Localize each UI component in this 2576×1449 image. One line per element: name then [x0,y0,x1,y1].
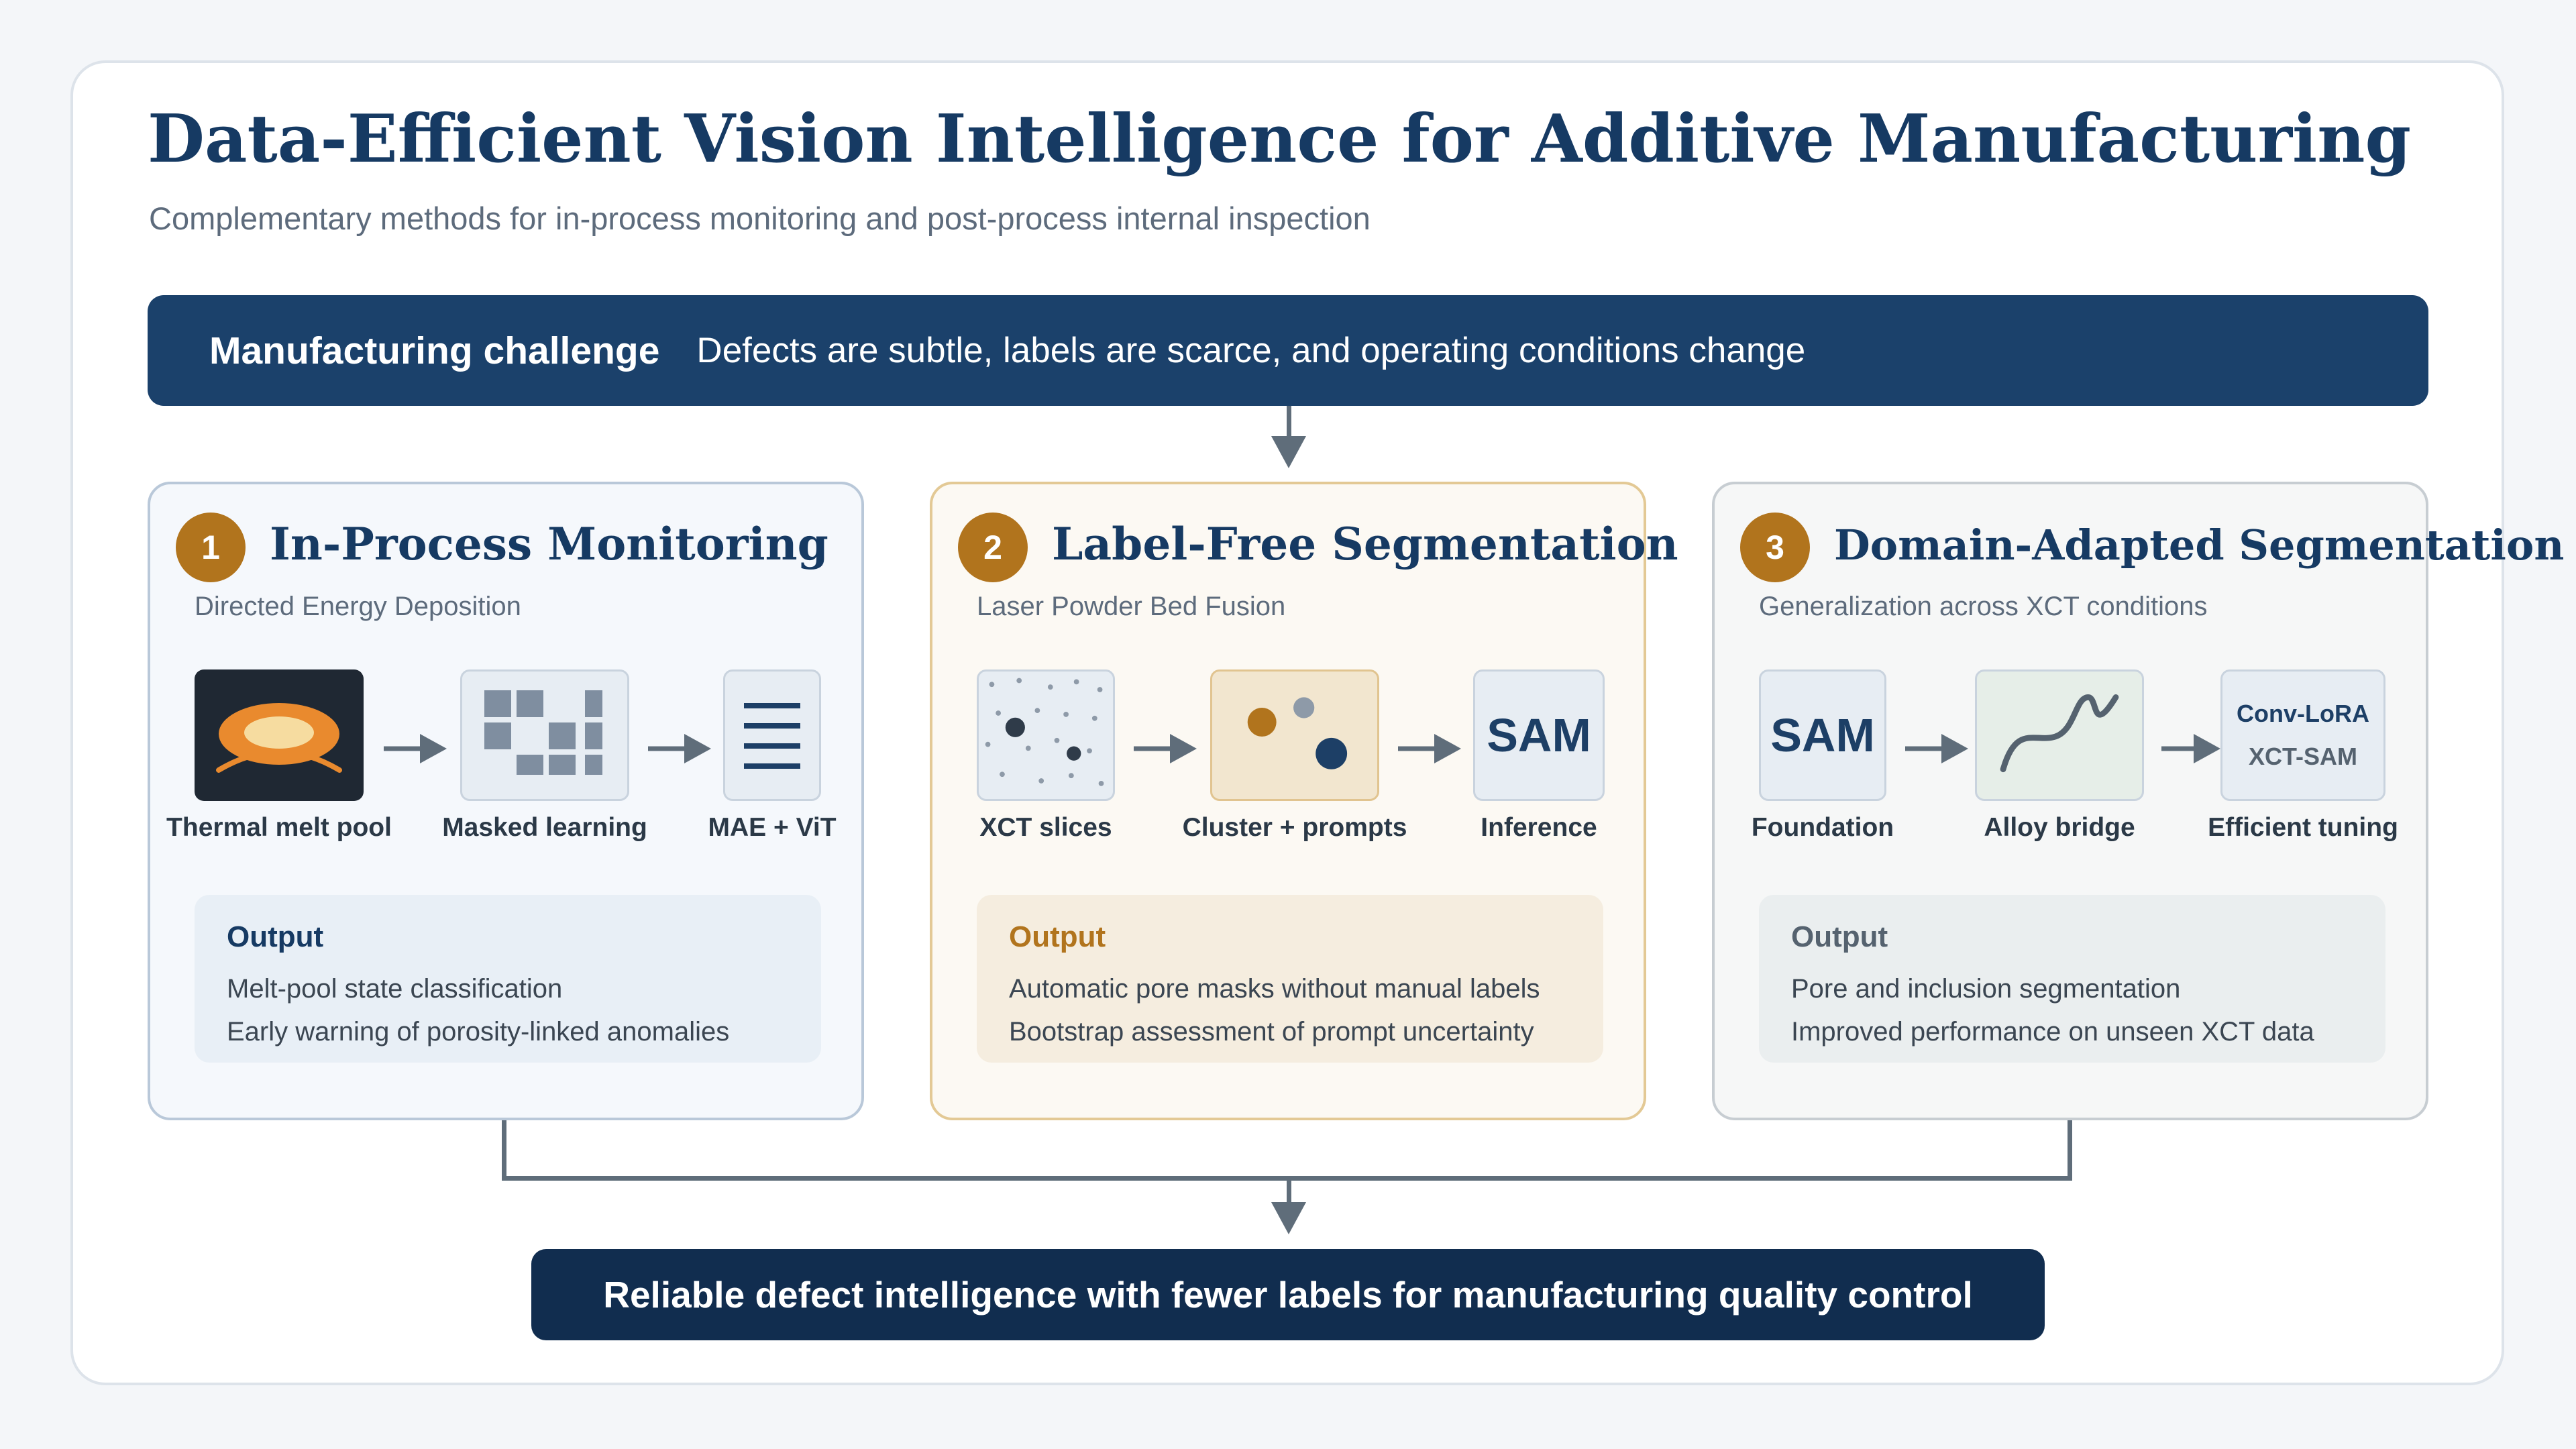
output-line: Melt-pool state classification [227,974,563,1004]
output-title: Output [1009,920,1106,953]
challenge-text: Defects are subtle, labels are scarce, a… [696,331,1806,370]
page-subtitle: Complementary methods for in-process mon… [149,201,1371,236]
panel-domain-adapted-segmentation: 3 Domain-Adapted Segmentation Generaliza… [1712,482,2564,1120]
panel-title: Domain-Adapted Segmentation [1834,521,2565,570]
connector-line [1287,406,1291,438]
connector-line [2068,1120,2072,1181]
step-label: Foundation [1751,813,1894,842]
cluster-dots-icon [1210,669,1379,801]
page-title: Data-Efficient Vision Intelligence for A… [148,101,2411,178]
dotted-slice-icon [977,669,1115,801]
final-outcome-banner: Reliable defect intelligence with fewer … [531,1249,2045,1340]
output-box: Output Automatic pore masks without manu… [977,895,1603,1063]
output-box: Output Pore and inclusion segmentation I… [1759,895,2385,1063]
panel-subtitle: Laser Powder Bed Fusion [977,592,1286,621]
panel-subtitle: Generalization across XCT conditions [1759,592,2208,621]
output-box: Output Melt-pool state classification Ea… [195,895,821,1063]
melt-pool-icon [195,669,364,801]
arrow-right-icon [648,734,711,763]
step-label: Inference [1481,813,1597,842]
step-label: XCT slices [979,813,1112,842]
connector-line [1287,1176,1291,1204]
panel-in-process-monitoring: 1 In-Process Monitoring Directed Energy … [148,482,864,1120]
arrow-right-icon [1398,734,1461,763]
output-line: Automatic pore masks without manual labe… [1009,974,1540,1004]
arrow-right-icon [384,734,447,763]
panel-subtitle: Directed Energy Deposition [195,592,521,621]
panel-number-badge: 2 [958,513,1028,582]
xct-sam-label: XCT-SAM [2249,743,2357,770]
panel-title: Label-Free Segmentation [1052,518,1678,570]
lines-icon [723,669,821,801]
connector-arrow [1271,436,1306,468]
panel-label-free-segmentation: 2 Label-Free Segmentation Laser Powder B… [930,482,1678,1120]
conv-lora-label: Conv-LoRA [2237,700,2369,727]
arrow-right-icon [2161,734,2220,763]
sam-box: SAM [1759,669,1886,801]
sam-label: SAM [1487,709,1591,761]
step-label: Efficient tuning [2208,813,2398,842]
panel-number-badge: 1 [176,513,246,582]
text-box: Conv-LoRA XCT-SAM [2220,669,2385,801]
output-line: Early warning of porosity-linked anomali… [227,1017,730,1046]
sam-label: SAM [1770,709,1875,761]
step-label: MAE + ViT [708,813,837,842]
output-line: Bootstrap assessment of prompt uncertain… [1009,1017,1534,1046]
masked-grid-icon [460,669,629,801]
panel-number-badge: 3 [1740,513,1810,582]
arrow-right-icon [1905,734,1968,763]
sam-box: SAM [1473,669,1605,801]
output-title: Output [227,920,324,953]
output-line: Pore and inclusion segmentation [1791,974,2181,1004]
panel-title: In-Process Monitoring [270,518,828,570]
curve-icon [1975,669,2144,801]
challenge-label: Manufacturing challenge [209,329,660,372]
step-label: Thermal melt pool [166,813,392,842]
connector-arrow [1271,1202,1306,1234]
output-line: Improved performance on unseen XCT data [1791,1017,2314,1046]
step-label: Alloy bridge [1984,813,2135,842]
output-title: Output [1791,920,1888,953]
arrow-right-icon [1134,734,1197,763]
connector-line [502,1120,506,1181]
step-label: Masked learning [442,813,647,842]
step-label: Cluster + prompts [1182,813,1407,842]
challenge-banner: Manufacturing challenge Defects are subt… [148,295,2428,406]
